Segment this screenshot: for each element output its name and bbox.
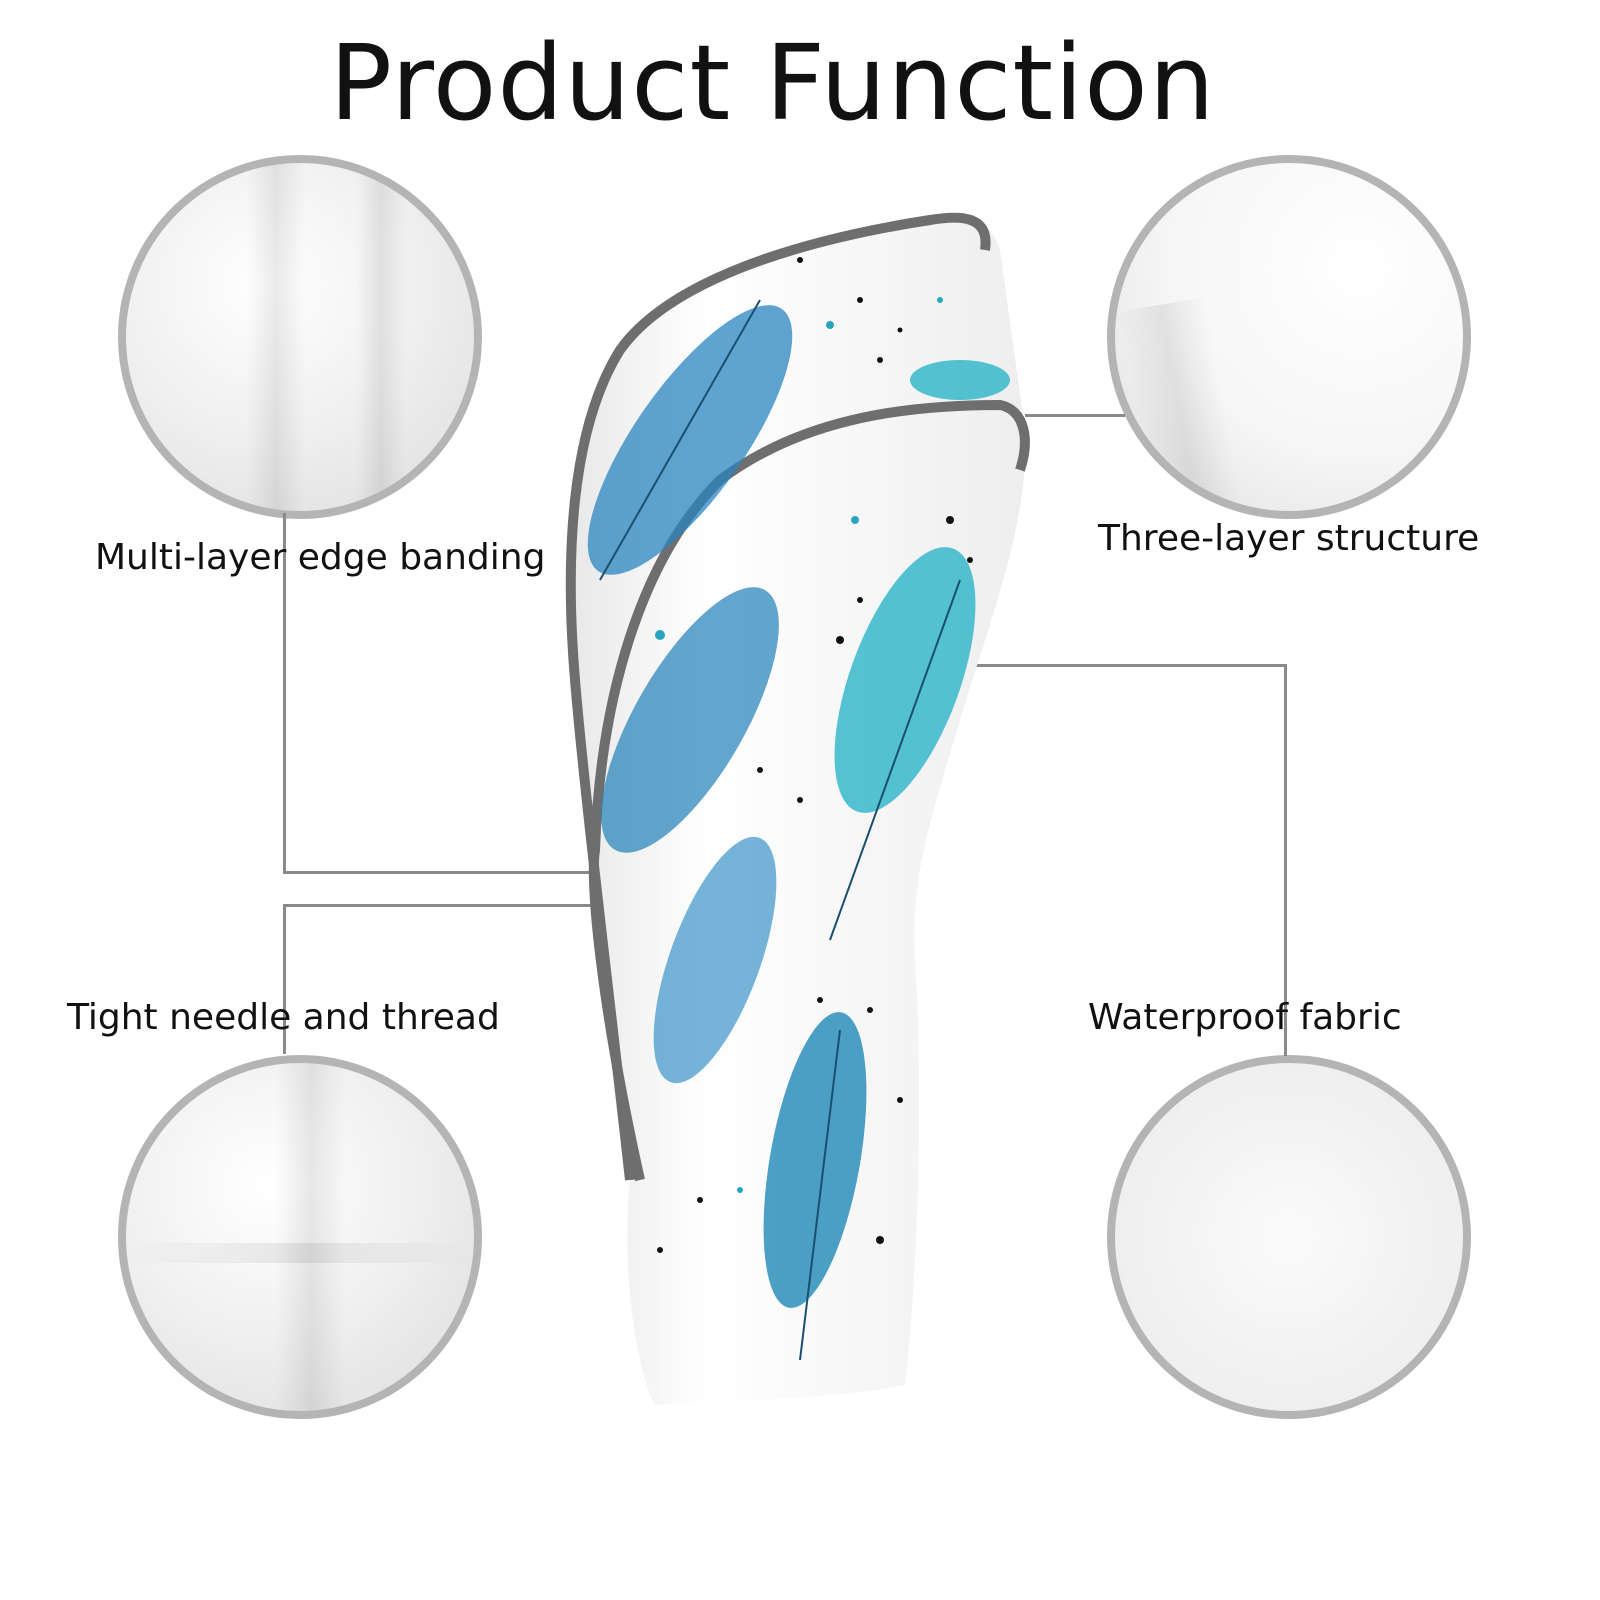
detail-circle-edge-banding [118,155,482,519]
connector-line [1025,414,1125,417]
feature-label-needle-thread: Tight needle and thread [67,997,500,1038]
feature-label-waterproof: Waterproof fabric [1088,997,1402,1038]
connector-line [283,904,286,1054]
connector-line [1284,664,1287,1056]
connector-line [283,904,593,907]
feather-pattern [587,299,1010,1361]
page-title: Product Function [329,22,1216,144]
detail-circle-three-layer [1107,155,1471,519]
detail-circle-waterproof [1107,1055,1471,1419]
feature-label-three-layer: Three-layer structure [1098,518,1480,559]
connector-line [895,664,1287,667]
connector-line [283,513,286,873]
detail-circle-needle-thread [118,1055,482,1419]
connector-line [283,871,593,874]
feature-label-edge-banding: Multi-layer edge banding [95,537,546,578]
